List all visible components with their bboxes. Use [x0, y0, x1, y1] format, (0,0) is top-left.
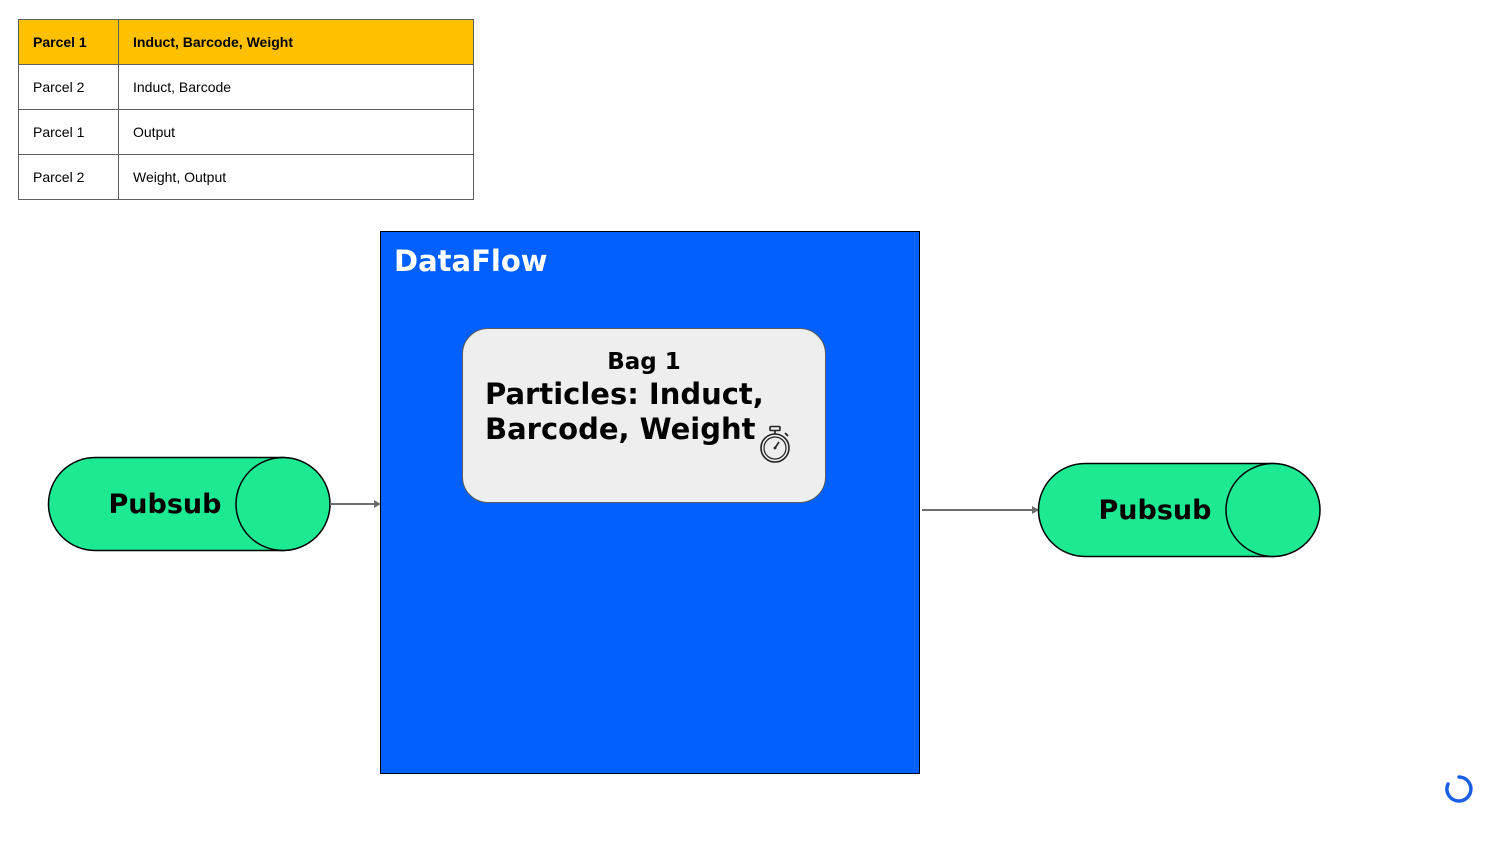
pubsub-input-label: Pubsub	[108, 488, 222, 520]
bag-card: Bag 1 Particles: Induct, Barcode, Weight	[462, 328, 826, 503]
table-cell-particles: Induct, Barcode, Weight	[118, 19, 474, 65]
table-cell-parcel: Parcel 1	[18, 19, 119, 65]
pubsub-input: Pubsub	[47, 456, 332, 552]
pubsub-output: Pubsub	[1037, 462, 1322, 558]
bag-title: Bag 1	[607, 349, 681, 375]
pubsub-cylinder-shape	[1037, 462, 1321, 558]
bag-particles-text: Particles: Induct, Barcode, Weight	[485, 377, 764, 446]
table-cell-particles: Output	[118, 109, 474, 155]
arrow-in	[330, 500, 381, 508]
stopwatch-icon	[760, 425, 790, 463]
table-cell-parcel: Parcel 2	[18, 64, 119, 110]
parcel-table: Parcel 1 Induct, Barcode, Weight Parcel …	[18, 19, 474, 200]
table-row: Parcel 2 Induct, Barcode	[18, 64, 474, 110]
table-cell-particles: Weight, Output	[118, 154, 474, 200]
table-row: Parcel 1 Induct, Barcode, Weight	[18, 19, 474, 65]
table-row: Parcel 1 Output	[18, 109, 474, 155]
table-cell-parcel: Parcel 2	[18, 154, 119, 200]
table-row: Parcel 2 Weight, Output	[18, 154, 474, 200]
dataflow-title: DataFlow	[394, 244, 548, 278]
pubsub-cylinder-shape	[47, 456, 331, 552]
pubsub-output-label: Pubsub	[1098, 494, 1212, 526]
table-cell-particles: Induct, Barcode	[118, 64, 474, 110]
loading-spinner-icon	[1445, 775, 1473, 803]
table-cell-parcel: Parcel 1	[18, 109, 119, 155]
dataflow-box: DataFlow Bag 1 Particles: Induct, Barcod…	[380, 231, 920, 774]
arrow-out	[922, 506, 1039, 514]
